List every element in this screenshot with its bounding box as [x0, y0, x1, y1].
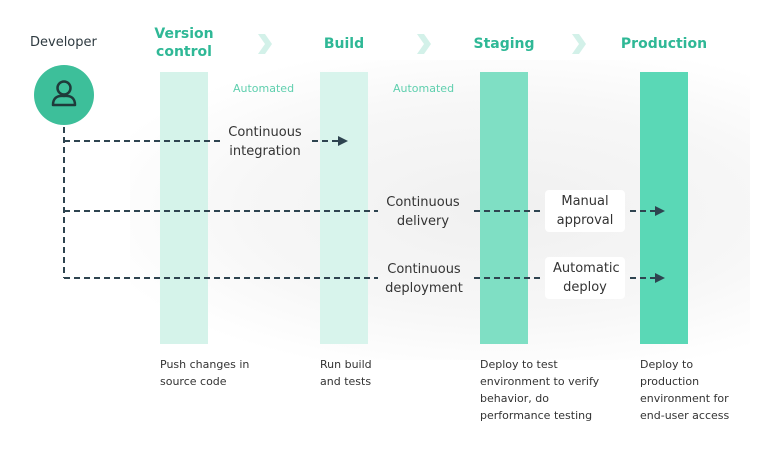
production-column	[640, 72, 688, 344]
flow-label-ci: Continuous integration	[228, 125, 302, 159]
user-icon	[51, 80, 77, 107]
automated-label: Automated	[233, 82, 295, 95]
chevron-icon	[417, 34, 431, 54]
developer-label: Developer	[30, 35, 97, 50]
stage-desc-build: Run build and tests	[320, 358, 372, 388]
manual-approval-box: Manual approval	[545, 190, 625, 232]
automatic-deploy-box: Automatic deploy	[545, 257, 625, 299]
arrow-icon	[338, 136, 348, 146]
chevron-icon	[572, 34, 586, 54]
arrow-icon	[655, 206, 665, 216]
stage-title-version-control: Version control	[154, 26, 214, 60]
flow-label-cdeploy: Continuous deployment	[385, 262, 463, 296]
flow-label-cd: Continuous delivery	[386, 195, 460, 229]
developer-avatar	[34, 65, 94, 125]
build-column	[320, 72, 368, 344]
stage-title-staging: Staging	[473, 36, 535, 52]
arrow-icon	[655, 273, 665, 283]
staging-column	[480, 72, 528, 344]
automated-label: Automated	[393, 82, 455, 95]
stage-title-build: Build	[323, 36, 365, 52]
version-control-column	[160, 72, 208, 344]
chevron-icon	[258, 34, 272, 54]
stage-title-production: Production	[620, 36, 708, 52]
stage-desc-staging: Deploy to test environment to verify beh…	[480, 358, 600, 422]
stage-desc-production: Deploy to production environment for end…	[640, 358, 730, 422]
chevron-icons	[258, 34, 586, 54]
stage-desc-version-control: Push changes in source code	[160, 358, 250, 388]
